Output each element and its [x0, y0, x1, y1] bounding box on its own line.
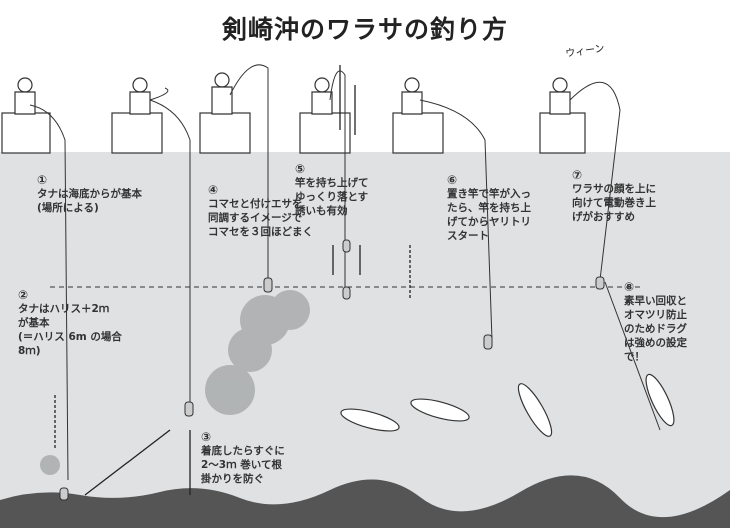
weights: [59, 239, 605, 501]
seabed: [0, 475, 730, 528]
page-title: 剣崎沖のワラサの釣り方: [221, 15, 508, 44]
boat-decks: [1, 112, 586, 154]
anglers: [14, 72, 571, 115]
fishing-lines: [29, 64, 661, 481]
chum-clouds: [40, 290, 310, 475]
arrows: [54, 65, 411, 496]
fish: [340, 373, 675, 437]
sea-area: [0, 152, 730, 528]
